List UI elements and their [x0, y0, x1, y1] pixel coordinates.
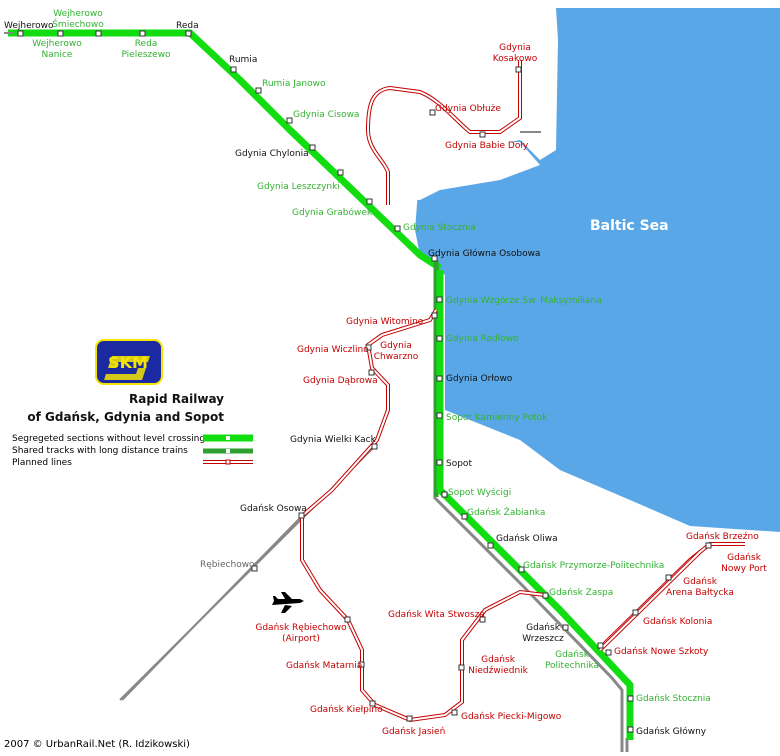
- airplane-icon: [272, 592, 304, 613]
- station-markers: [17, 30, 712, 733]
- skm-main-line: [4, 29, 634, 752]
- station-label: Wejherowo: [4, 21, 54, 31]
- station-label: Gdynia Obłuże: [435, 104, 501, 114]
- sea-label: Baltic Sea: [590, 218, 669, 234]
- credit: 2007 © UrbanRail.Net (R. Idzikowski): [4, 739, 190, 750]
- station-label: Gdańsk Stocznia: [636, 694, 711, 704]
- station-label: Sopot Wyścigi: [448, 487, 511, 498]
- station-label: Gdynia Chylonia: [235, 149, 309, 159]
- station-label: Gdańsk Matarnia: [286, 661, 362, 671]
- station-label: Sopot Kamienny Potok: [446, 413, 548, 423]
- station-label: Gdańsk Brzeźno: [686, 532, 759, 542]
- station-label: Gdynia Orłowo: [446, 374, 513, 384]
- station-label: Gdańsk Żabianka: [467, 507, 545, 518]
- baltic-sea: [415, 8, 780, 532]
- station-label: Gdańsk Wita Stwosza: [388, 610, 485, 620]
- logo-s-shape: [104, 356, 150, 380]
- legend: Segregeted sections without level crossi…: [12, 434, 253, 468]
- legend-station-marker: [226, 449, 230, 453]
- segregated-track-south: [436, 270, 634, 740]
- station-label: Gdańsk Oliwa: [496, 534, 558, 544]
- station-label: Gdynia Stocznia: [403, 223, 476, 233]
- shared-track-south: [432, 495, 624, 752]
- station-label: Sopot: [446, 459, 472, 469]
- station-label: Gdańsk Nowe Szkoty: [614, 647, 709, 657]
- station-label: Gdynia Witomino: [346, 317, 424, 327]
- station-label: Gdynia Grabówek: [292, 207, 373, 218]
- station-label: Gdynia Wzgórze Św. Maksymiliana: [446, 294, 602, 306]
- station-label: Gdańsk Rębiechowo(Airport): [255, 623, 347, 644]
- station-label: Gdańsk Kolonia: [643, 617, 712, 627]
- station-label: Gdańsk Główny: [636, 726, 707, 737]
- station-label: Rumia: [229, 55, 257, 65]
- station-label: Gdańsk Kiełpino: [310, 705, 383, 715]
- skm-logo: SKM: [95, 339, 163, 385]
- station-label: Gdynia Leszczynki: [257, 182, 340, 192]
- station-label: Gdańsk Przymorze-Politechnika: [523, 561, 664, 571]
- station-label: Gdańsk Piecki-Migowo: [461, 712, 562, 722]
- station-label: Rumia Janowo: [262, 79, 326, 89]
- planned-lines: [300, 60, 745, 723]
- port-peninsula: [376, 102, 540, 200]
- station-label: Gdynia Wielki Kack: [290, 435, 377, 445]
- station-label: Gdańsk Zaspa: [549, 588, 613, 598]
- map-title-line-2: of Gdańsk, Gdynia and Sopot: [27, 410, 224, 424]
- station-label: Gdynia Babie Doły: [445, 141, 529, 151]
- legend-station-marker: [225, 459, 231, 465]
- station-label: Gdynia Cisowa: [293, 110, 359, 120]
- legend-station-marker: [226, 436, 230, 440]
- segregated-track: [8, 29, 442, 271]
- station-label: Gdynia Wiczlino: [297, 345, 369, 355]
- station-label: Gdynia Dąbrowa: [303, 376, 378, 386]
- station-label: Gdynia Główna Osobowa: [428, 248, 540, 259]
- station-label: Gdańsk Jasień: [382, 727, 445, 737]
- station-label: Gdynia Redłowo: [446, 334, 519, 344]
- station-label: Gdańsk Osowa: [240, 504, 307, 514]
- legend-segregated: Segregeted sections without level crossi…: [12, 434, 210, 444]
- legend-shared: Shared tracks with long distance trains: [12, 446, 188, 456]
- map-title-line-1: Rapid Railway: [129, 392, 224, 406]
- station-label: Rębiechowo: [200, 560, 255, 570]
- legend-planned: Planned lines: [12, 458, 72, 468]
- station-label: Reda: [176, 21, 199, 31]
